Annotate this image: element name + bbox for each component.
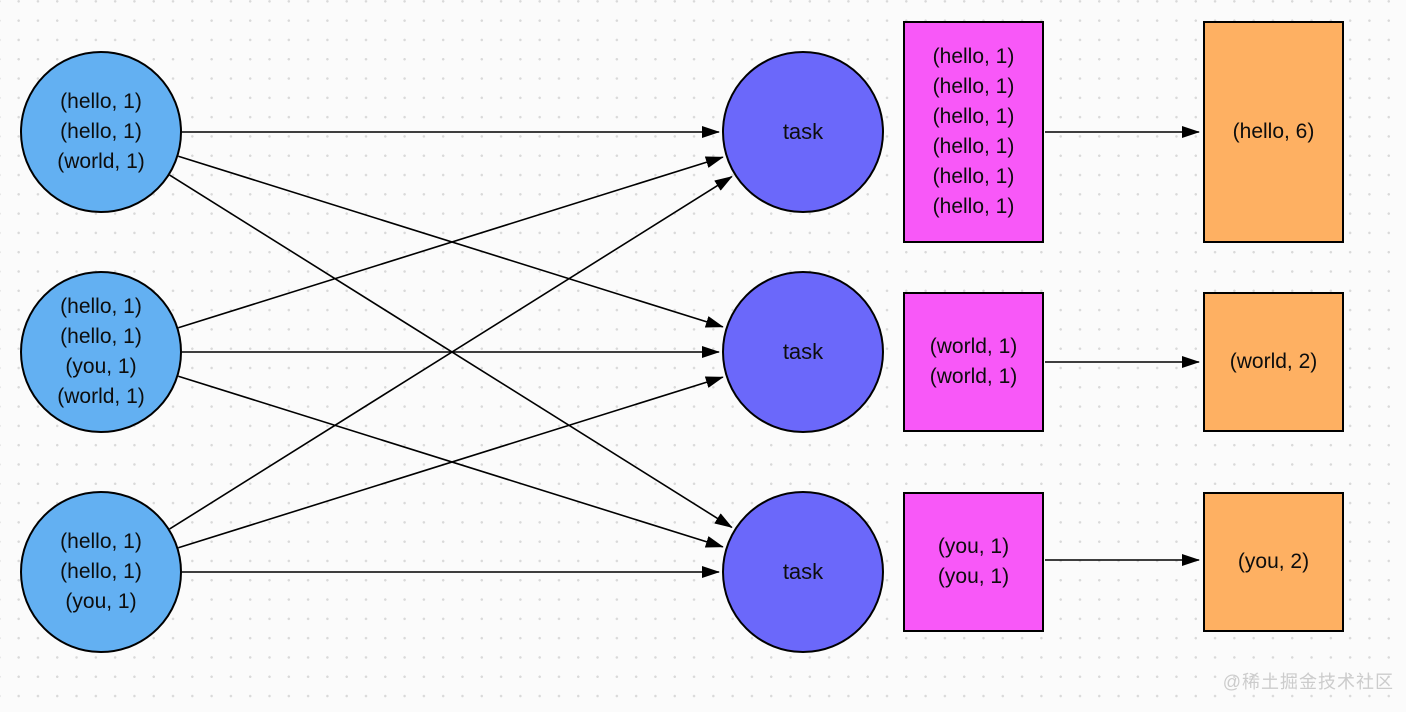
pair-text: (hello, 1)	[932, 135, 1015, 158]
task-label: task	[782, 339, 824, 364]
shuffle-group-box-hello: (hello, 1) (hello, 1) (hello, 1) (hello,…	[903, 21, 1044, 243]
pair-text: (hello, 1)	[60, 560, 142, 583]
pair-text: (you, 1)	[937, 535, 1010, 558]
task-label: task	[782, 119, 824, 144]
pair-text: (world, 1)	[929, 365, 1018, 388]
result-text: (world, 2)	[1229, 350, 1318, 373]
pair-text: (world, 1)	[929, 335, 1018, 358]
pair-text: (hello, 1)	[60, 295, 142, 318]
shuffle-edge-m2-t3	[178, 375, 724, 548]
task-node-3: task	[722, 491, 884, 653]
watermark: @稀土掘金技术社区	[1222, 672, 1394, 692]
map-output-node-1: (hello, 1) (hello, 1) (world, 1)	[20, 51, 182, 213]
pair-text: (hello, 1)	[60, 530, 142, 553]
task-node-1: task	[722, 51, 884, 213]
pair-text: (hello, 1)	[932, 75, 1015, 98]
task-node-2: task	[722, 271, 884, 433]
pair-text: (hello, 1)	[932, 165, 1015, 188]
shuffle-group-box-you: (you, 1) (you, 1)	[903, 492, 1044, 632]
pair-text: (hello, 1)	[60, 120, 142, 143]
shuffle-edge-m1-t2	[178, 155, 724, 328]
pair-text: (you, 1)	[937, 565, 1010, 588]
map-output-node-2: (hello, 1) (hello, 1) (you, 1) (world, 1…	[20, 271, 182, 433]
shuffle-edge-m2-t1	[178, 156, 724, 329]
shuffle-edge-m3-t2	[178, 376, 724, 549]
result-box-hello: (hello, 6)	[1203, 21, 1344, 243]
result-text: (you, 2)	[1237, 550, 1310, 573]
pair-text: (world, 1)	[57, 150, 145, 173]
result-box-you: (you, 2)	[1203, 492, 1344, 632]
pair-text: (hello, 1)	[932, 105, 1015, 128]
shuffle-group-box-world: (world, 1) (world, 1)	[903, 292, 1044, 432]
pair-text: (world, 1)	[57, 385, 145, 408]
pair-text: (hello, 1)	[60, 90, 142, 113]
map-output-node-3: (hello, 1) (hello, 1) (you, 1)	[20, 491, 182, 653]
pair-text: (hello, 1)	[932, 45, 1015, 68]
result-text: (hello, 6)	[1232, 120, 1315, 143]
task-label: task	[782, 559, 824, 584]
pair-text: (you, 1)	[65, 355, 137, 378]
pair-text: (hello, 1)	[932, 195, 1015, 218]
shuffle-edge-m1-t3	[169, 174, 733, 529]
shuffle-edge-m3-t1	[169, 175, 733, 530]
pair-text: (you, 1)	[65, 590, 137, 613]
pair-text: (hello, 1)	[60, 325, 142, 348]
result-box-world: (world, 2)	[1203, 292, 1344, 432]
